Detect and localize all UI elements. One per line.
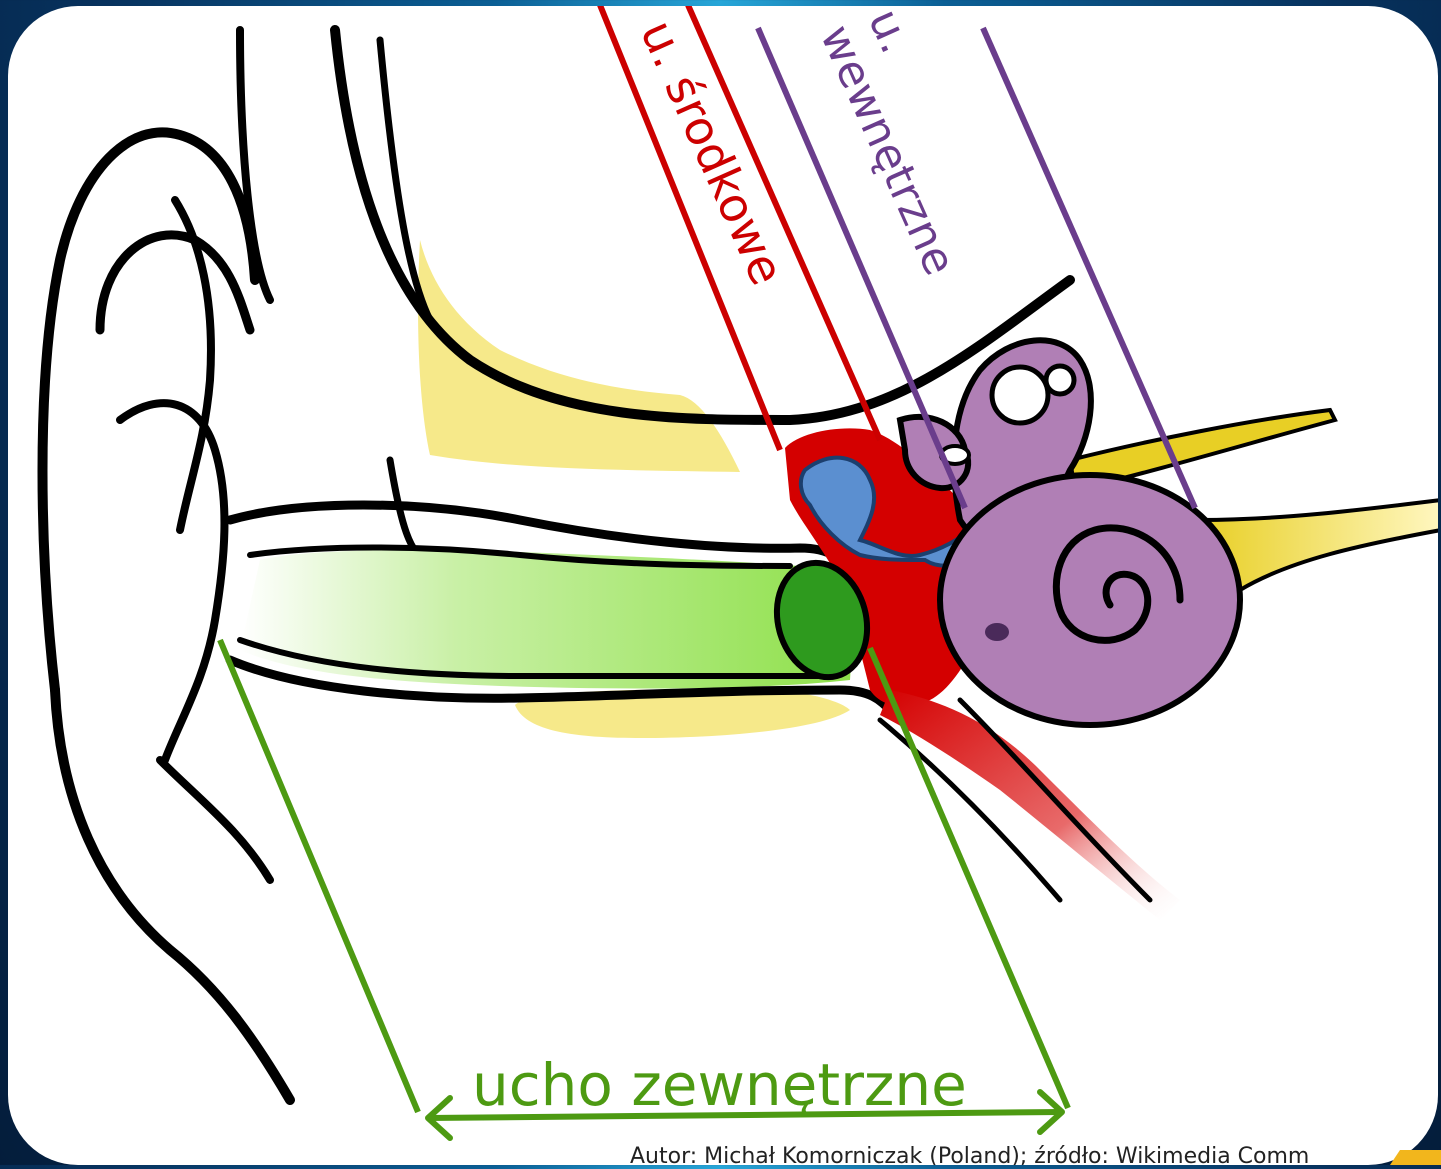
canal-loop-2	[1046, 366, 1074, 394]
attribution-credit: Autor: Michał Komorniczak (Poland); źród…	[630, 1144, 1309, 1165]
ear-canal	[240, 550, 855, 688]
round-window	[985, 623, 1009, 641]
cochlea	[940, 475, 1240, 725]
outer-ear-label: ucho zewnętrzne	[472, 1051, 967, 1119]
canal-loop-1	[992, 367, 1048, 423]
